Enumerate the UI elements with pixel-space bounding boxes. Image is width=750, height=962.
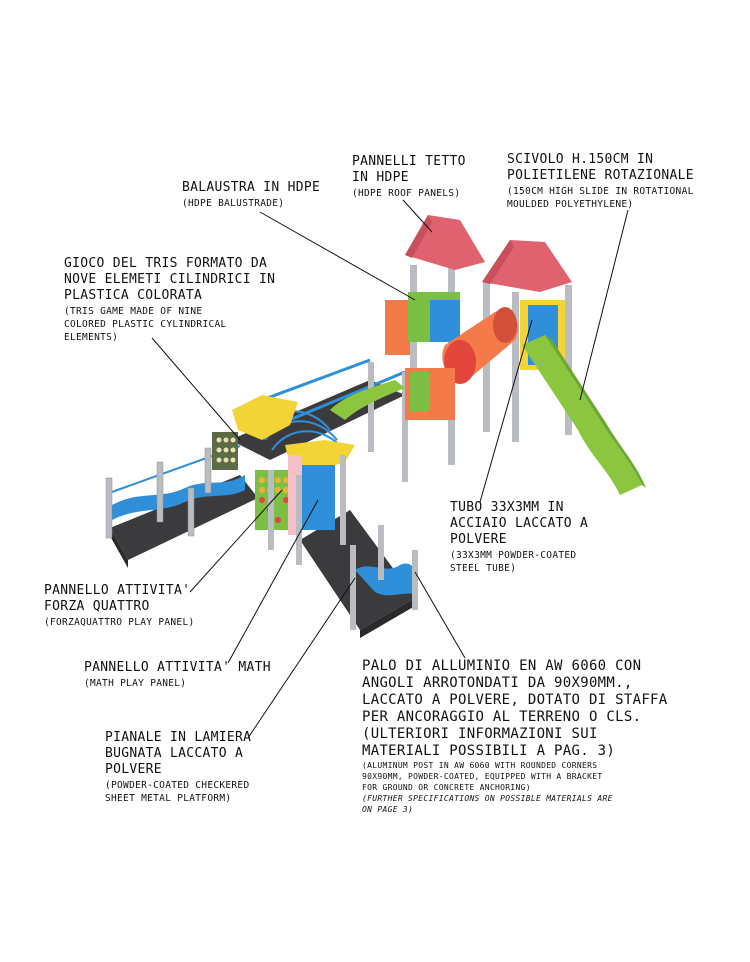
posts-left <box>105 447 212 539</box>
label-scivolo: SCIVOLO H.150CM IN POLIETILENE ROTAZIONA… <box>507 152 694 211</box>
label-forza-quattro: PANNELLO ATTIVITA' FORZA QUATTRO (FORZAQ… <box>44 583 195 629</box>
slide <box>522 335 646 495</box>
balaustra-it: BALAUSTRA IN HDPE <box>182 180 321 195</box>
palo-it: PALO DI ALLUMINIO EN AW 6060 CON ANGOLI … <box>362 658 668 759</box>
balaustra-en: (HDPE BALUSTRADE) <box>182 198 285 209</box>
pianale-en: (POWDER-COATED CHECKERED SHEET METAL PLA… <box>105 780 250 804</box>
tris-panel <box>212 395 298 470</box>
side-slide <box>330 380 405 420</box>
forza-quattro-it: PANNELLO ATTIVITA' FORZA QUATTRO <box>44 583 191 614</box>
scivolo-it: SCIVOLO H.150CM IN POLIETILENE ROTAZIONA… <box>507 152 694 183</box>
pannelli-tetto-en: (HDPE ROOF PANELS) <box>352 188 461 199</box>
front-platform <box>300 510 418 638</box>
activity-panels <box>255 440 355 565</box>
scivolo-en: (150CM HIGH SLIDE IN ROTATIONAL MOULDED … <box>507 186 694 210</box>
forza-quattro-en: (FORZAQUATTRO PLAY PANEL) <box>44 617 195 628</box>
label-math: PANNELLO ATTIVITA' MATH (MATH PLAY PANEL… <box>84 660 271 690</box>
math-en: (MATH PLAY PANEL) <box>84 678 187 689</box>
label-pianale: PIANALE IN LAMIERA BUGNATA LACCATO A POL… <box>105 730 251 805</box>
tubo-en: (33X3MM POWDER-COATED STEEL TUBE) <box>450 550 577 574</box>
label-gioco-tris: GIOCO DEL TRIS FORMATO DA NOVE ELEMETI C… <box>64 256 275 344</box>
label-balaustra: BALAUSTRA IN HDPE (HDPE BALUSTRADE) <box>182 180 320 210</box>
pianale-it: PIANALE IN LAMIERA BUGNATA LACCATO A POL… <box>105 730 252 777</box>
left-ramp <box>110 445 258 568</box>
leader-lines <box>151 199 629 739</box>
middle-panels <box>405 368 455 420</box>
palo-note: (FURTHER SPECIFICATIONS ON POSSIBLE MATE… <box>362 794 613 814</box>
pannelli-tetto-it: PANNELLI TETTO IN HDPE <box>352 154 466 185</box>
gioco-tris-it: GIOCO DEL TRIS FORMATO DA NOVE ELEMETI C… <box>64 256 276 303</box>
label-tubo: TUBO 33X3MM IN ACCIAIO LACCATO A POLVERE… <box>450 500 588 575</box>
palo-en: (ALUMINUM POST IN AW 6060 WITH ROUNDED C… <box>362 761 603 792</box>
label-pannelli-tetto: PANNELLI TETTO IN HDPE (HDPE ROOF PANELS… <box>352 154 466 200</box>
label-palo: PALO DI ALLUMINIO EN AW 6060 CON ANGOLI … <box>362 658 668 815</box>
tubo-it: TUBO 33X3MM IN ACCIAIO LACCATO A POLVERE <box>450 500 589 547</box>
gioco-tris-en: (TRIS GAME MADE OF NINE COLORED PLASTIC … <box>64 306 227 343</box>
math-it: PANNELLO ATTIVITA' MATH <box>84 660 271 675</box>
